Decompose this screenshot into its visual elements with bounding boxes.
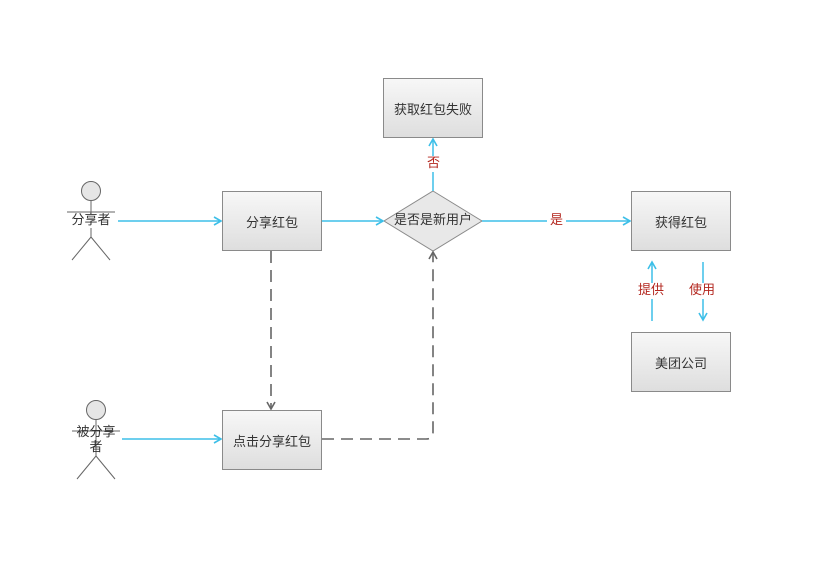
node-get-packet-fail: 获取红包失败 [383,78,483,138]
node-meituan: 美团公司 [631,332,731,392]
decision-label: 是否是新用户 [393,213,472,228]
node-get-packet-fail-label: 获取红包失败 [393,102,472,118]
receiver-actor-label: 被分享者 [76,425,116,455]
node-click-share-packet-label: 点击分享红包 [232,434,311,450]
node-click-share-packet: 点击分享红包 [222,410,322,470]
edge-label-yes: 是 [547,213,567,229]
node-meituan-label: 美团公司 [654,356,707,372]
edge-label-provide: 提供 [635,283,668,299]
edge-label-use: 使用 [686,283,719,299]
node-get-packet-label: 获得红包 [654,215,707,231]
receiver-actor-icon [72,400,120,480]
node-share-packet-label: 分享红包 [245,215,298,231]
dashed-arrow-click-to-decision [322,250,438,440]
edge-label-no: 否 [424,156,444,172]
sharer-actor-icon [67,181,115,261]
node-share-packet: 分享红包 [222,191,322,251]
sharer-actor-label: 分享者 [66,213,116,228]
node-get-packet: 获得红包 [631,191,731,251]
